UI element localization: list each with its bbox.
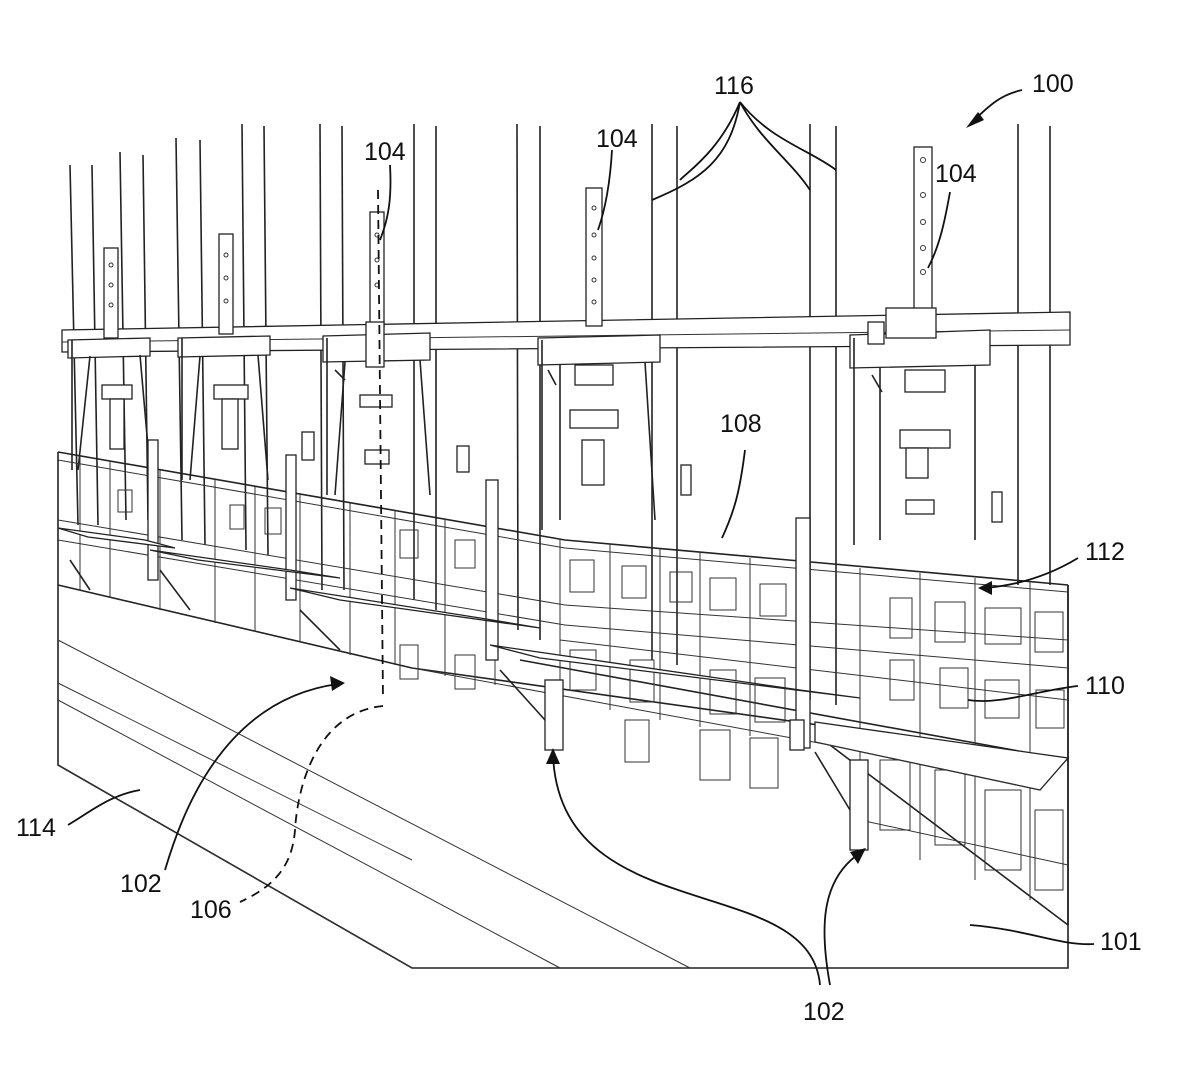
label-106: 106 (190, 896, 232, 924)
leader-lines (67, 89, 1095, 986)
label-108: 108 (720, 410, 762, 438)
label-116: 116 (714, 72, 754, 100)
label-102-bottom: 102 (803, 998, 845, 1026)
bracket-5 (849, 307, 991, 545)
form-stiffeners (57, 519, 1069, 866)
label-102-left: 102 (120, 870, 162, 898)
platforms (57, 527, 1070, 851)
label-110: 110 (1085, 672, 1125, 700)
label-114: 114 (16, 814, 56, 842)
anchor-bars (103, 146, 933, 339)
reference-labels: 100 116 104 104 104 108 112 110 114 102 … (16, 70, 1142, 1026)
form-posts (147, 431, 1003, 749)
label-104-left: 104 (364, 138, 406, 166)
label-101: 101 (1100, 928, 1142, 956)
brackets (67, 307, 991, 545)
bracket-2 (177, 335, 271, 481)
label-104-mid: 104 (596, 125, 638, 153)
label-104-right: 104 (935, 160, 977, 188)
label-112: 112 (1085, 538, 1125, 566)
bracket-1 (67, 337, 151, 471)
form-ribs (79, 456, 1031, 900)
axis-106 (239, 189, 384, 903)
label-100: 100 (1032, 70, 1074, 98)
bracket-4 (537, 334, 661, 530)
